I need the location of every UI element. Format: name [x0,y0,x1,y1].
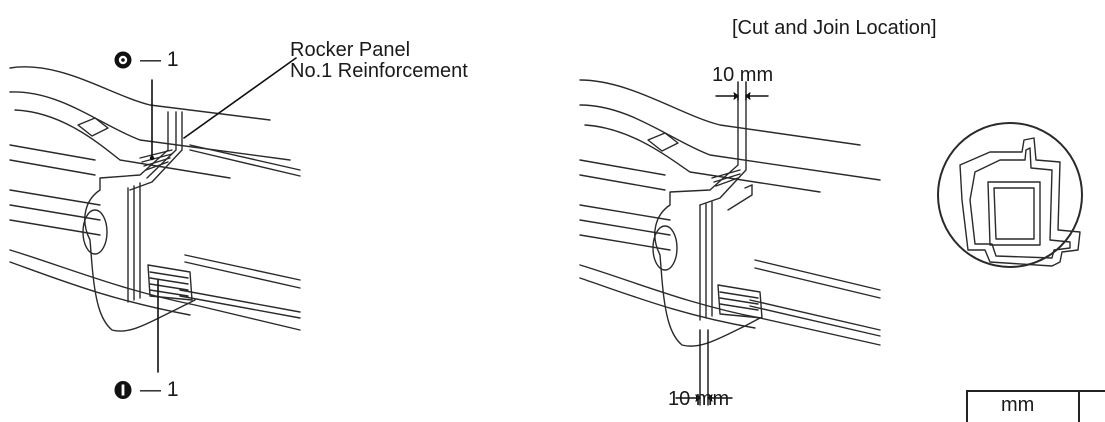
spot-weld-inner-icon [114,381,132,399]
cross-section-detail [937,122,1083,268]
left-rocker-panel-drawing [9,66,301,332]
bottom-weld-count: — 1 [140,378,179,401]
unit-table-header: mm [1001,394,1035,416]
unit-table-divider [1078,392,1080,422]
part-label-line1: Rocker Panel [290,39,411,61]
section-title: [Cut and Join Location] [732,17,937,39]
spot-weld-outer-icon [114,51,132,69]
left-leader-lines [151,57,297,373]
dimension-top-marker [715,81,769,101]
dimension-top-label: 10 mm [712,64,774,86]
unit-table: mm [966,390,1105,422]
dimension-bottom-marker [675,329,733,406]
part-label-line2: No.1 Reinforcement [290,60,468,82]
top-weld-count: — 1 [140,48,179,71]
right-rocker-panel-drawing [579,79,881,347]
dimension-bottom-label: 10 mm [668,388,730,410]
